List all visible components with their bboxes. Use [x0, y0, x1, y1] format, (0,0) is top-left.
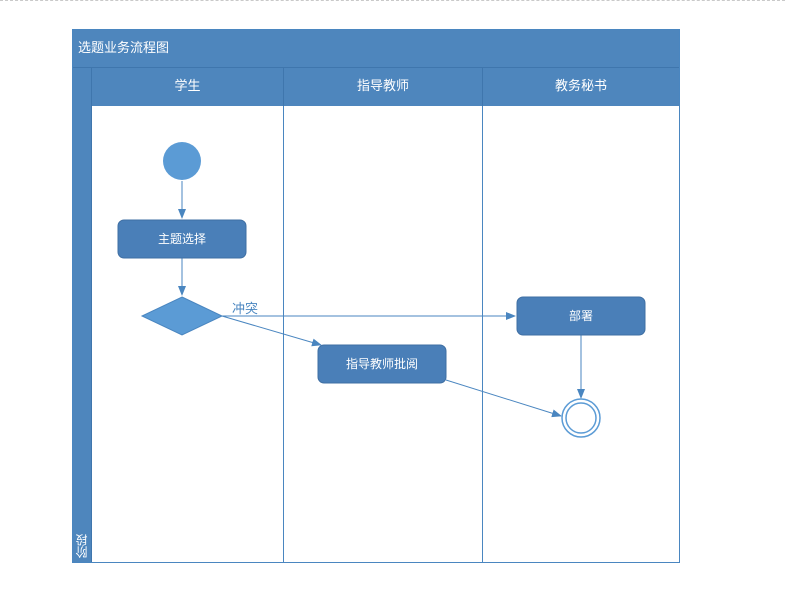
lane-advisor: [284, 106, 483, 562]
stage-column: 阶段: [73, 68, 92, 562]
deploy-label: 部署: [568, 309, 593, 323]
conflict-edge-label: 冲突: [232, 302, 259, 317]
deploy-node[interactable]: [516, 296, 646, 336]
edge-decision-to-review: [221, 315, 322, 347]
end-node-inner: [565, 402, 597, 434]
edge-review-to-end: [445, 379, 562, 418]
lane-header-advisor: 指导教师: [284, 68, 483, 106]
swimlane-diagram: 选题业务流程图 阶段 学生 指导教师 教务秘书: [72, 29, 680, 563]
topic-select-node[interactable]: [117, 219, 247, 259]
teacher-review-label: 指导教师批阅: [345, 357, 418, 371]
diagram-title: 选题业务流程图: [73, 30, 679, 68]
topic-select-label: 主题选择: [157, 232, 206, 246]
teacher-review-node[interactable]: [317, 344, 447, 384]
decision-node[interactable]: [140, 296, 224, 336]
lane-header-secretary: 教务秘书: [483, 68, 679, 106]
lane-header-student: 学生: [92, 68, 284, 106]
page-top-divider: [0, 0, 785, 1]
start-node[interactable]: [163, 142, 201, 180]
